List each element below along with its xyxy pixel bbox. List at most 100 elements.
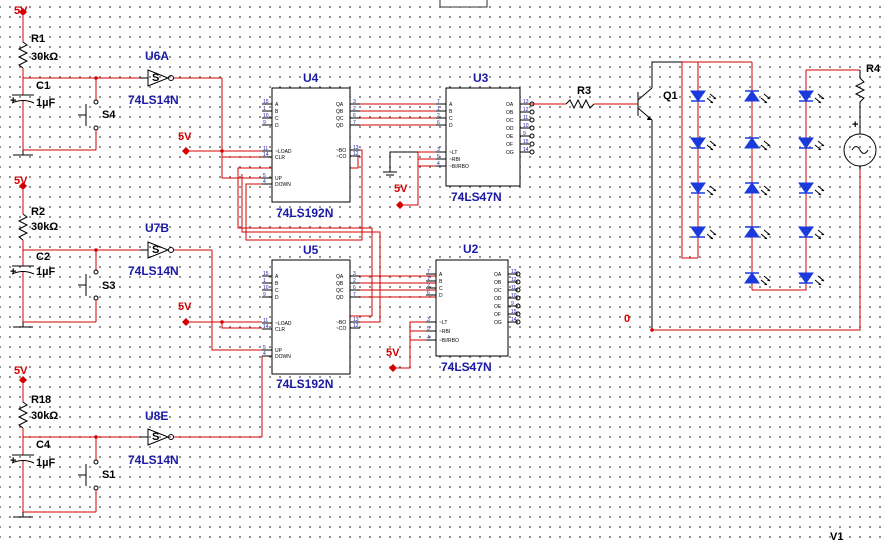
pin-number: 14 (511, 317, 517, 323)
led (744, 272, 771, 286)
u8e-ref: U8E (145, 409, 168, 423)
pin-number: 9 (263, 292, 266, 298)
pin-number: 1 (427, 276, 430, 282)
vcc-label: 5V (178, 301, 192, 313)
pin-name: C (275, 116, 279, 122)
pin-number: 9 (263, 120, 266, 126)
s3-label: S3 (102, 280, 115, 292)
pin-name: D (439, 293, 443, 299)
reset-circuit-2: 5V R2 30kΩ + C2 1µF S3 (10, 175, 140, 328)
resistor-r3[interactable]: R3 (565, 85, 638, 110)
pin-number: 10 (263, 285, 269, 291)
u5-ref: U5 (303, 243, 319, 257)
pin-number: 1 (263, 106, 266, 112)
pin-name: B (275, 109, 279, 115)
u4-part: 74LS192N (276, 206, 333, 220)
reset-circuit-3: 5V R18 30kΩ + C4 1µF S1 (10, 365, 140, 518)
pin-number: 2 (353, 106, 356, 112)
pin-name: ~LOAD (275, 149, 292, 155)
pin-name: ~BI/RBO (439, 338, 459, 344)
pin-name: QC (336, 288, 344, 294)
u2-part: 74LS47N (441, 360, 492, 374)
transistor-q1[interactable]: Q1 (637, 61, 682, 330)
pin-number: 13 (353, 145, 359, 151)
c4-ref: C4 (36, 439, 51, 451)
pin-name: ~BI/RBO (449, 164, 469, 170)
s4-label: S4 (102, 109, 116, 121)
u3-part: 74LS47N (451, 190, 502, 204)
pin-number: 7 (427, 269, 430, 275)
led (744, 90, 771, 104)
pin-number: 2 (427, 283, 430, 289)
u4-ref: U4 (303, 71, 319, 85)
vcc-node (19, 8, 27, 16)
toolbar-stub[interactable] (439, 0, 488, 8)
inverter-u8e[interactable]: U8E S 74LS14N (128, 409, 262, 467)
c4-value: 1µF (36, 457, 55, 469)
pin-number: 13 (523, 99, 529, 105)
pin-name: QD (336, 295, 344, 301)
pin-number: 3 (353, 271, 356, 277)
pin-number: 2 (437, 113, 440, 119)
pin-name: OA (506, 102, 514, 108)
pin-number: 3 (353, 99, 356, 105)
resistor-r1[interactable] (17, 41, 29, 69)
pin-name: UP (275, 176, 283, 182)
led (744, 137, 771, 151)
v1-ref: V1 (830, 531, 843, 543)
pin-name: OE (494, 304, 502, 310)
pin-name: OE (506, 134, 514, 140)
vcc-label: 5V (178, 131, 192, 143)
u5-part: 74LS192N (276, 377, 333, 391)
r2-value: 30kΩ (31, 221, 58, 233)
pin-number: 7 (353, 292, 356, 298)
led (690, 226, 717, 240)
u7b-ref: U7B (145, 221, 169, 235)
pin-name: ~LT (449, 150, 457, 156)
pin-number: 15 (511, 309, 517, 315)
pin-number: 6 (427, 290, 430, 296)
pin-number: 12 (523, 107, 529, 113)
resistor-r2[interactable] (17, 213, 29, 241)
pin-name: A (439, 272, 443, 278)
inverter-u6a[interactable]: U6A S 74LS14N (128, 49, 222, 107)
voltage-source-v1[interactable]: + V1 (830, 119, 877, 543)
pin-name: ~BO (336, 320, 346, 326)
r4-ref: R4 (866, 63, 881, 75)
pin-name: C (439, 286, 443, 292)
r3-ref: R3 (577, 85, 591, 97)
pin-name: QC (336, 116, 344, 122)
pin-number: 13 (353, 317, 359, 323)
inverter-u7b[interactable]: U7B S 74LS14N (128, 221, 212, 278)
pin-number: 6 (437, 120, 440, 126)
pin-name: OB (494, 280, 502, 286)
pin-number: 10 (511, 293, 517, 299)
pin-number: 9 (523, 131, 526, 137)
pin-name: A (275, 274, 279, 280)
pin-number: 15 (523, 139, 529, 145)
resistor-r18[interactable] (17, 401, 29, 429)
pin-name: B (275, 281, 279, 287)
pin-number: 3 (437, 147, 440, 153)
resistor-r4[interactable]: R4 (854, 63, 881, 130)
r18-ref: R18 (31, 394, 51, 406)
pin-name: D (275, 295, 279, 301)
pin-name: CLR (275, 327, 285, 333)
pin-number: 14 (263, 324, 269, 330)
pin-number: 10 (523, 123, 529, 129)
pin-number: 1 (437, 106, 440, 112)
pin-number: 14 (523, 147, 529, 153)
pin-number: 4 (263, 351, 266, 357)
pin-number: 12 (353, 323, 359, 329)
pin-name: OA (494, 272, 502, 278)
pin-number: 15 (263, 271, 269, 277)
pin-number: 2 (353, 278, 356, 284)
led (690, 182, 717, 196)
vcc-label: 5V (14, 5, 28, 17)
